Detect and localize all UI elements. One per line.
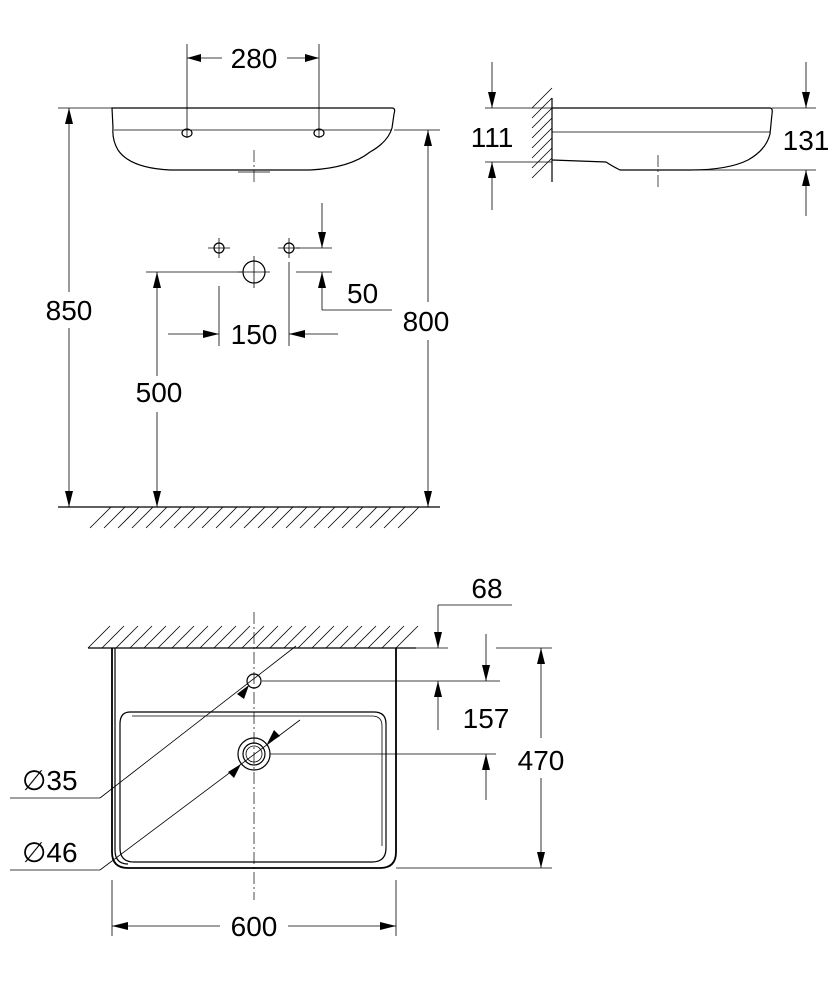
dim-850: 850: [46, 295, 93, 326]
dim-157: 157: [463, 703, 510, 734]
tap-hole: [246, 673, 262, 689]
dim-diameter-46: ∅46: [22, 837, 78, 868]
dim-68: 68: [471, 573, 502, 604]
waste-connection: [238, 256, 270, 288]
tap-connection-left: [208, 238, 230, 258]
dim-500: 500: [136, 377, 183, 408]
dim-150: 150: [231, 319, 278, 350]
dim-600: 600: [231, 911, 278, 942]
tap-connection-right: [278, 238, 300, 258]
plan-view: 68 157 470 ∅35 ∅46: [10, 573, 564, 942]
dim-111: 111: [471, 122, 514, 153]
plan-wall-hatch: [87, 625, 419, 649]
basin-side-outline: [551, 107, 773, 171]
dim-diameter-35: ∅35: [22, 765, 78, 796]
dim-800: 800: [403, 306, 450, 337]
basin-bowl: [119, 711, 387, 863]
waste-inner: [242, 742, 266, 766]
dim-50: 50: [347, 278, 378, 309]
floor-hatch: [89, 506, 420, 529]
dim-470: 470: [518, 745, 565, 776]
dim-280: 280: [231, 43, 278, 74]
front-view: 280 850 800: [46, 43, 450, 529]
basin-front-outline: [111, 107, 396, 171]
wall-hatch: [531, 87, 553, 179]
side-view: 111 131: [471, 62, 830, 216]
dim-131: 131: [783, 125, 830, 156]
